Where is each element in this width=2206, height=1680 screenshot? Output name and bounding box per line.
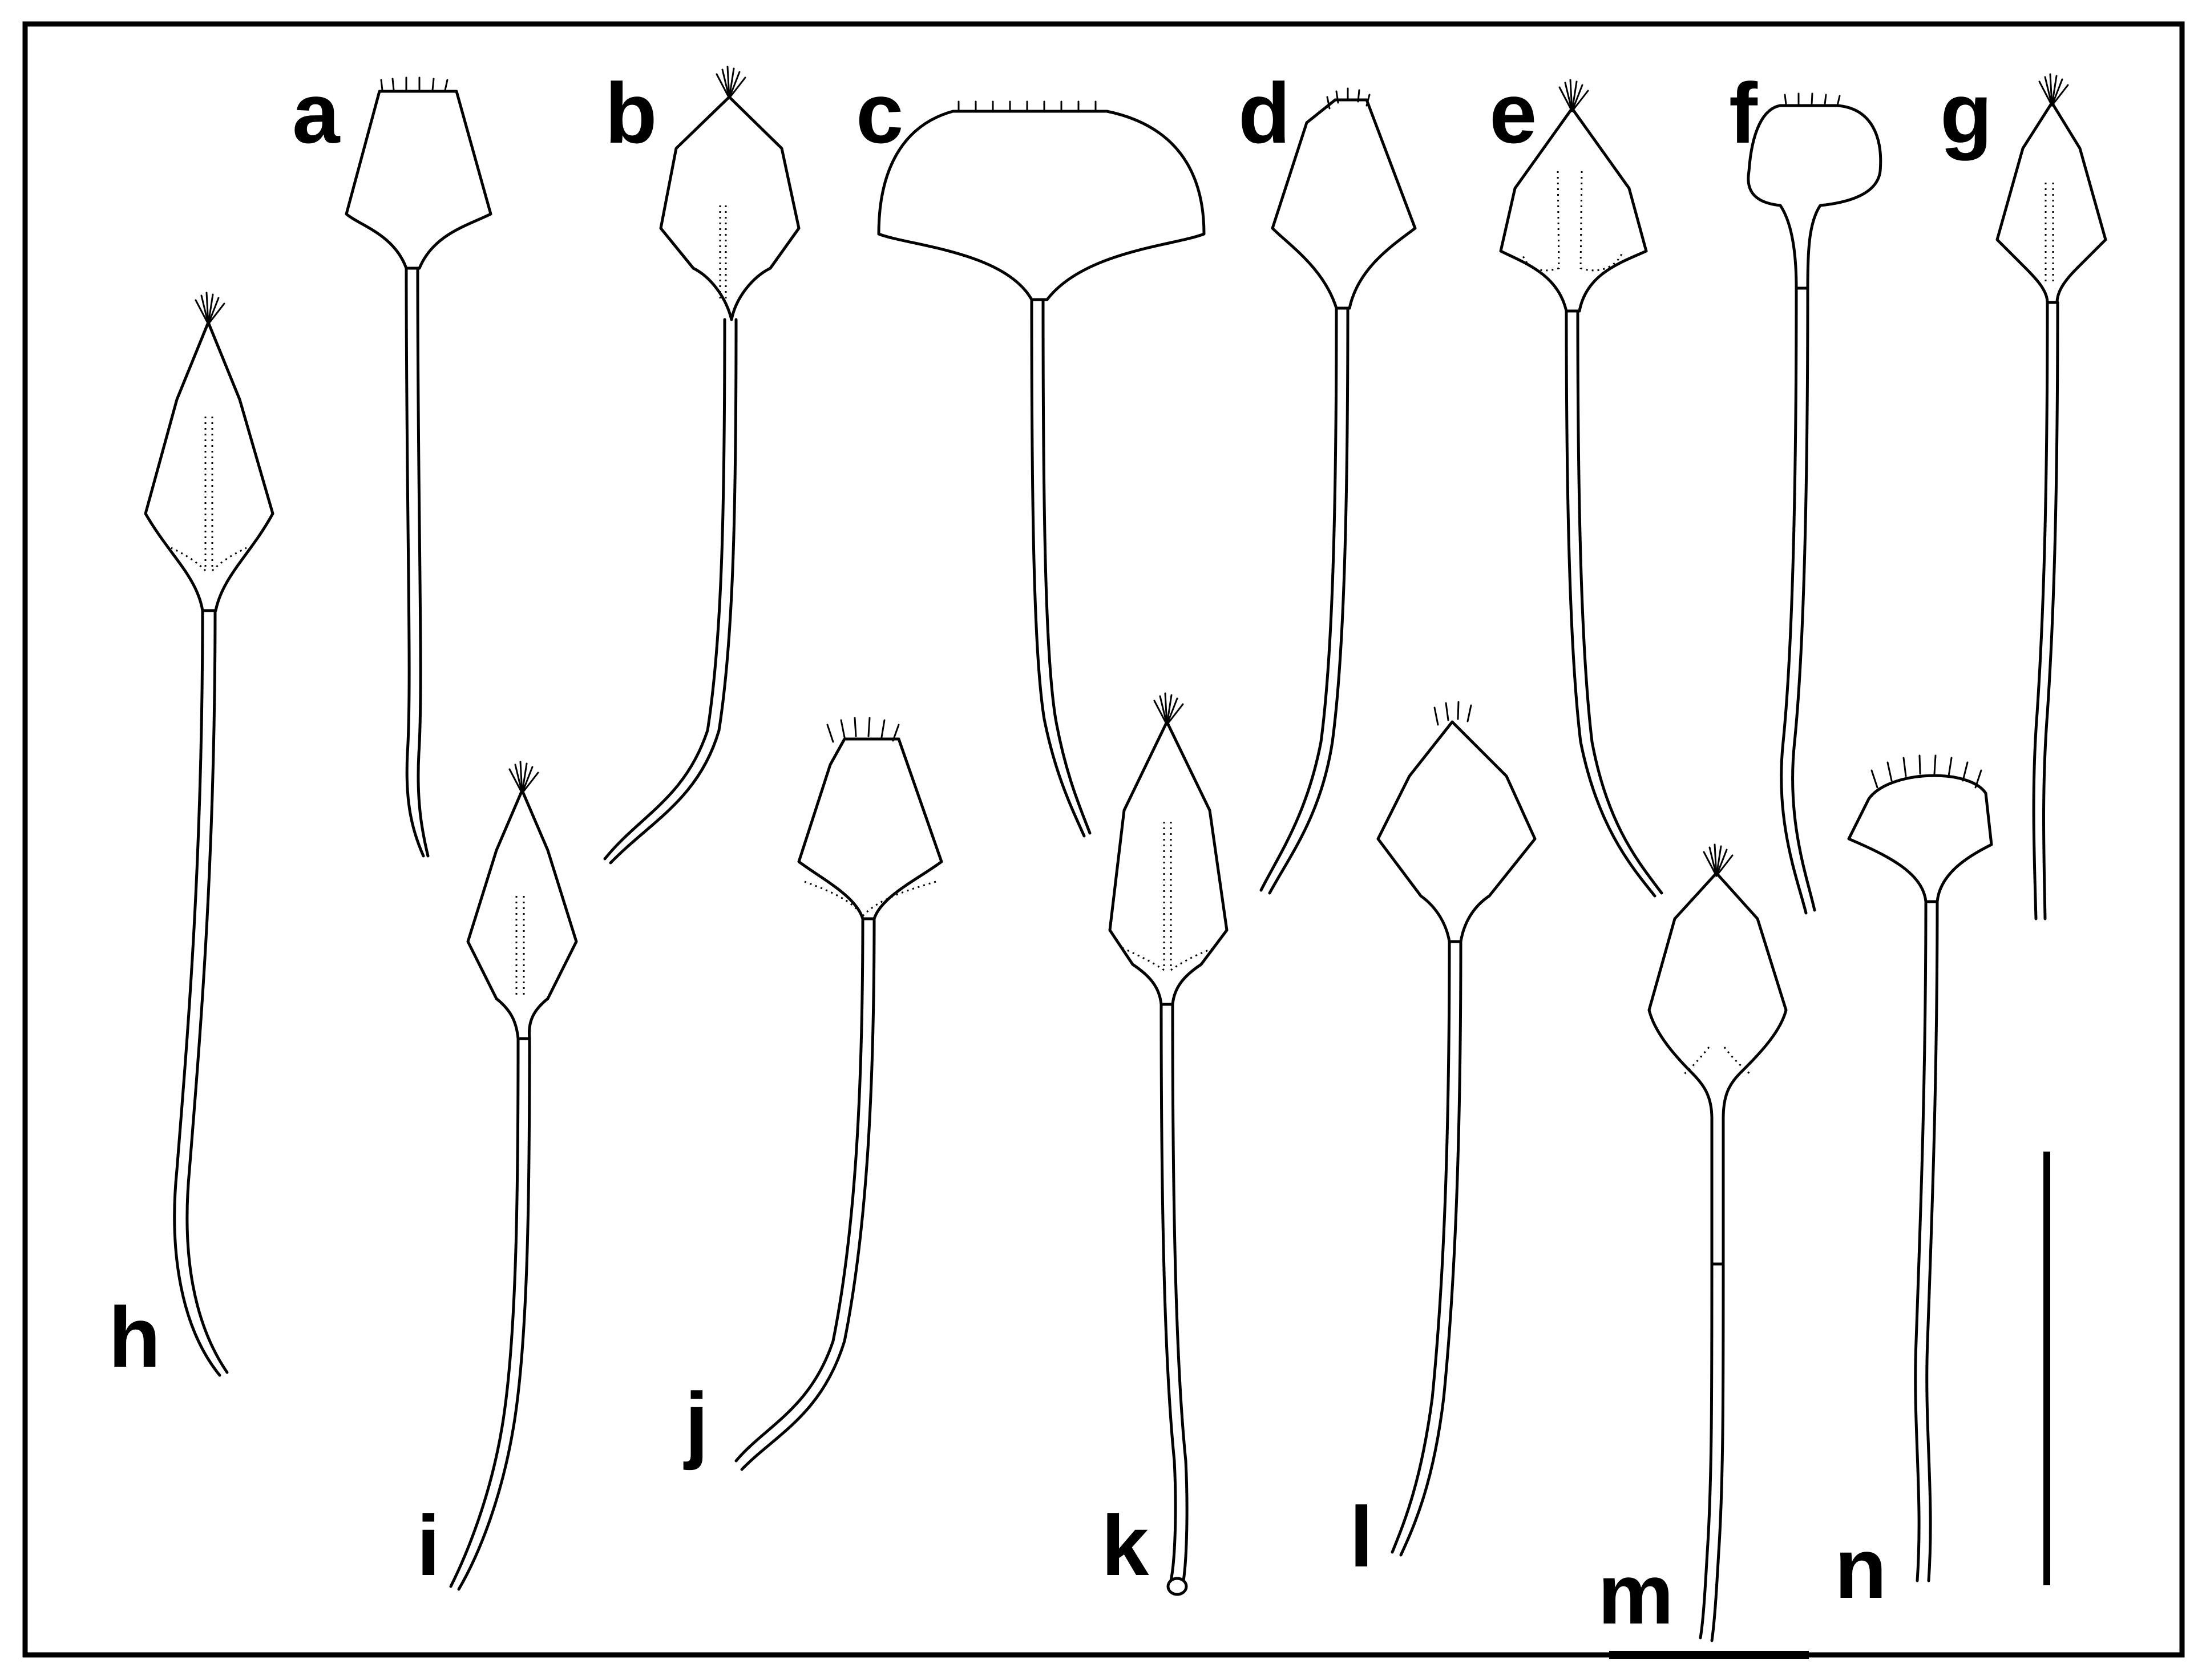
specimen-m bbox=[1647, 843, 1788, 1642]
panel-label-m: m bbox=[1598, 1546, 1674, 1642]
specimen-d bbox=[1259, 87, 1417, 895]
specimen-k bbox=[1108, 692, 1229, 1596]
specimen-j bbox=[734, 717, 943, 1471]
panel-label-h: h bbox=[108, 1289, 161, 1385]
panel-label-b: b bbox=[605, 65, 657, 161]
specimen-g bbox=[1995, 73, 2107, 920]
panel-label-f: f bbox=[1729, 65, 1758, 161]
specimen-l bbox=[1376, 701, 1537, 1557]
specimen-c bbox=[877, 100, 1206, 838]
panel-label-a: a bbox=[292, 65, 341, 161]
panel-label-c: c bbox=[856, 65, 903, 161]
specimen-b bbox=[603, 66, 801, 865]
panel-label-j: j bbox=[683, 1375, 709, 1471]
panel-label-i: i bbox=[417, 1497, 441, 1593]
panel-label-k: k bbox=[1101, 1497, 1149, 1593]
panel-label-d: d bbox=[1238, 65, 1291, 161]
panel-label-n: n bbox=[1835, 1520, 1887, 1616]
specimen-e bbox=[1499, 79, 1663, 898]
specimen-a bbox=[345, 76, 492, 858]
panel-label-e: e bbox=[1489, 65, 1537, 161]
specimen-n bbox=[1847, 754, 1993, 1582]
panel-label-g: g bbox=[1940, 65, 1993, 161]
plate-frame bbox=[22, 21, 2185, 1658]
panel-label-l: l bbox=[1350, 1489, 1373, 1585]
specimen-f bbox=[1747, 92, 1882, 915]
specimen-i bbox=[449, 761, 578, 1591]
specimen-h bbox=[144, 292, 274, 1377]
